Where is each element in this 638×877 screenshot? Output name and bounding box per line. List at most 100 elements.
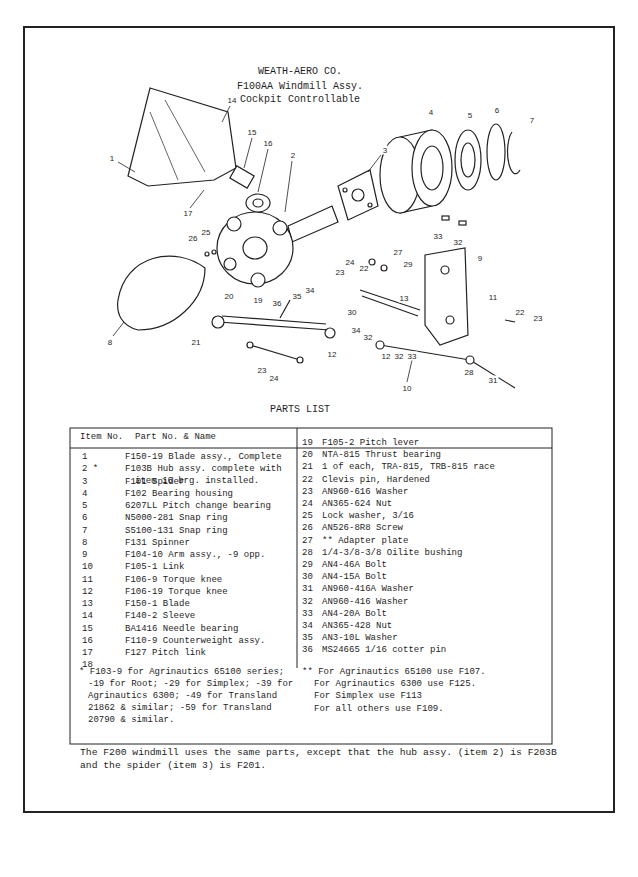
counterweight-linkage (212, 300, 335, 363)
leader-lines (285, 161, 292, 212)
adapter-plate-linkage (362, 296, 418, 316)
item-number: 35 (302, 632, 313, 644)
callout-number: 29 (403, 260, 414, 269)
part-name: F110-9 Counterweight assy. (125, 635, 265, 647)
table-title: PARTS LIST (270, 404, 330, 416)
spinner-drawing (118, 250, 216, 330)
callout-number: 16 (263, 139, 274, 148)
callout-number: 23 (335, 268, 346, 277)
footnote: For all others use F109. (314, 703, 444, 715)
part-name: 1 of each, TRA-815, TRB-815 race (322, 461, 495, 473)
leader-lines (368, 155, 381, 172)
note: The F200 windmill uses the same parts, e… (80, 746, 575, 772)
item-number: 31 (302, 583, 313, 595)
part-name: F140-2 Sleeve (125, 610, 195, 622)
part-name: F105-1 Link (125, 561, 184, 573)
callout-number: 10 (402, 384, 413, 393)
hub-drawing (227, 217, 241, 231)
item-number: 16 (82, 635, 93, 647)
bearing-and-snap-rings (442, 216, 449, 220)
part-name: F106-19 Torque knee (125, 586, 228, 598)
adapter-plate-linkage (369, 259, 375, 265)
adapter-plate-linkage (466, 356, 474, 364)
spider-drawing (338, 170, 378, 220)
part-name: Clevis pin, Hardened (322, 474, 430, 486)
page-frame (24, 27, 614, 812)
leader-lines (118, 162, 135, 172)
part-name: AN960-416A Washer (322, 583, 414, 595)
counterweight-linkage (247, 342, 253, 348)
callout-number: 32 (453, 238, 464, 247)
part-name: N5000-281 Snap ring (125, 512, 228, 524)
callout-number: 35 (292, 292, 303, 301)
item-number: 28 (302, 547, 313, 559)
part-name: 1/4-3/8-3/8 Oilite bushing (322, 547, 462, 559)
spider-drawing (352, 189, 364, 201)
item-number: 4 (82, 488, 87, 500)
leader-lines (113, 322, 124, 336)
spider-drawing (368, 203, 372, 207)
item-number: 32 (302, 596, 313, 608)
item-number: 1 (82, 451, 87, 463)
part-name: AN4-15A Bolt (322, 571, 387, 583)
housing-drawing (380, 130, 452, 213)
item-number: 25 (302, 510, 313, 522)
hub-drawing (251, 273, 265, 287)
callout-number: 32 (363, 333, 374, 342)
callout-number: 26 (188, 234, 199, 243)
callout-number: 5 (467, 111, 473, 120)
part-name: F131 Spinner (125, 537, 190, 549)
callout-number: 28 (464, 368, 475, 377)
counterweight-linkage (250, 345, 300, 360)
part-name: AN3-10L Washer (322, 632, 398, 644)
item-number: 19 (302, 437, 313, 449)
callout-number: 15 (247, 128, 258, 137)
adapter-plate-linkage (360, 248, 515, 388)
item-number: 9 (82, 549, 87, 561)
callout-number: 3 (382, 146, 388, 155)
hub-drawing (243, 237, 267, 259)
blade-drawing (253, 199, 263, 207)
adapter-plate-linkage (446, 316, 454, 324)
counterweight-linkage (222, 316, 326, 324)
blade-drawing (128, 88, 270, 212)
footnote: For Agrinautics 6300 use F125. (314, 678, 476, 690)
callout-number: 11 (488, 293, 498, 302)
item-number: 34 (302, 620, 313, 632)
part-name: F150-1 Blade (125, 598, 190, 610)
part-name: 6207LL Pitch change bearing (125, 500, 271, 512)
adapter-plate-linkage (381, 265, 387, 271)
item-number: 13 (82, 598, 93, 610)
part-name: F102 Bearing housing (125, 488, 233, 500)
callout-number: 4 (428, 108, 434, 117)
item-number: 12 (82, 586, 93, 598)
bearing-and-snap-rings (487, 124, 505, 180)
callout-number: 20 (224, 292, 235, 301)
callout-number: 13 (399, 294, 410, 303)
item-number: 8 (82, 537, 87, 549)
spider-drawing (338, 170, 378, 220)
part-name: Lock washer, 3/16 (322, 510, 414, 522)
adapter-plate-linkage (441, 266, 449, 274)
part-name: AN4-20A Bolt (322, 608, 387, 620)
callout-number: 36 (272, 299, 283, 308)
part-name: AN960-416 Washer (322, 596, 408, 608)
item-number: 36 (302, 644, 313, 656)
hub-drawing (273, 221, 287, 235)
parts-table-rules (297, 428, 298, 668)
heading-text: Cockpit Controllable (240, 94, 360, 106)
item-number: 11 (82, 574, 93, 586)
callout-number: 21 (191, 338, 202, 347)
callout-number: 23 (257, 366, 268, 375)
part-name: F105-2 Pitch lever (322, 437, 419, 449)
adapter-plate-linkage (505, 320, 515, 322)
part-name: NTA-815 Thrust bearing (322, 449, 441, 461)
adapter-plate-linkage (470, 360, 515, 388)
part-name: AN526-8R8 Screw (322, 522, 403, 534)
part-name: BA1416 Needle bearing (125, 623, 238, 635)
callout-number: 24 (345, 258, 356, 267)
item-number: 10 (82, 561, 93, 573)
item-number: 27 (302, 535, 313, 547)
leader-lines (222, 106, 230, 122)
